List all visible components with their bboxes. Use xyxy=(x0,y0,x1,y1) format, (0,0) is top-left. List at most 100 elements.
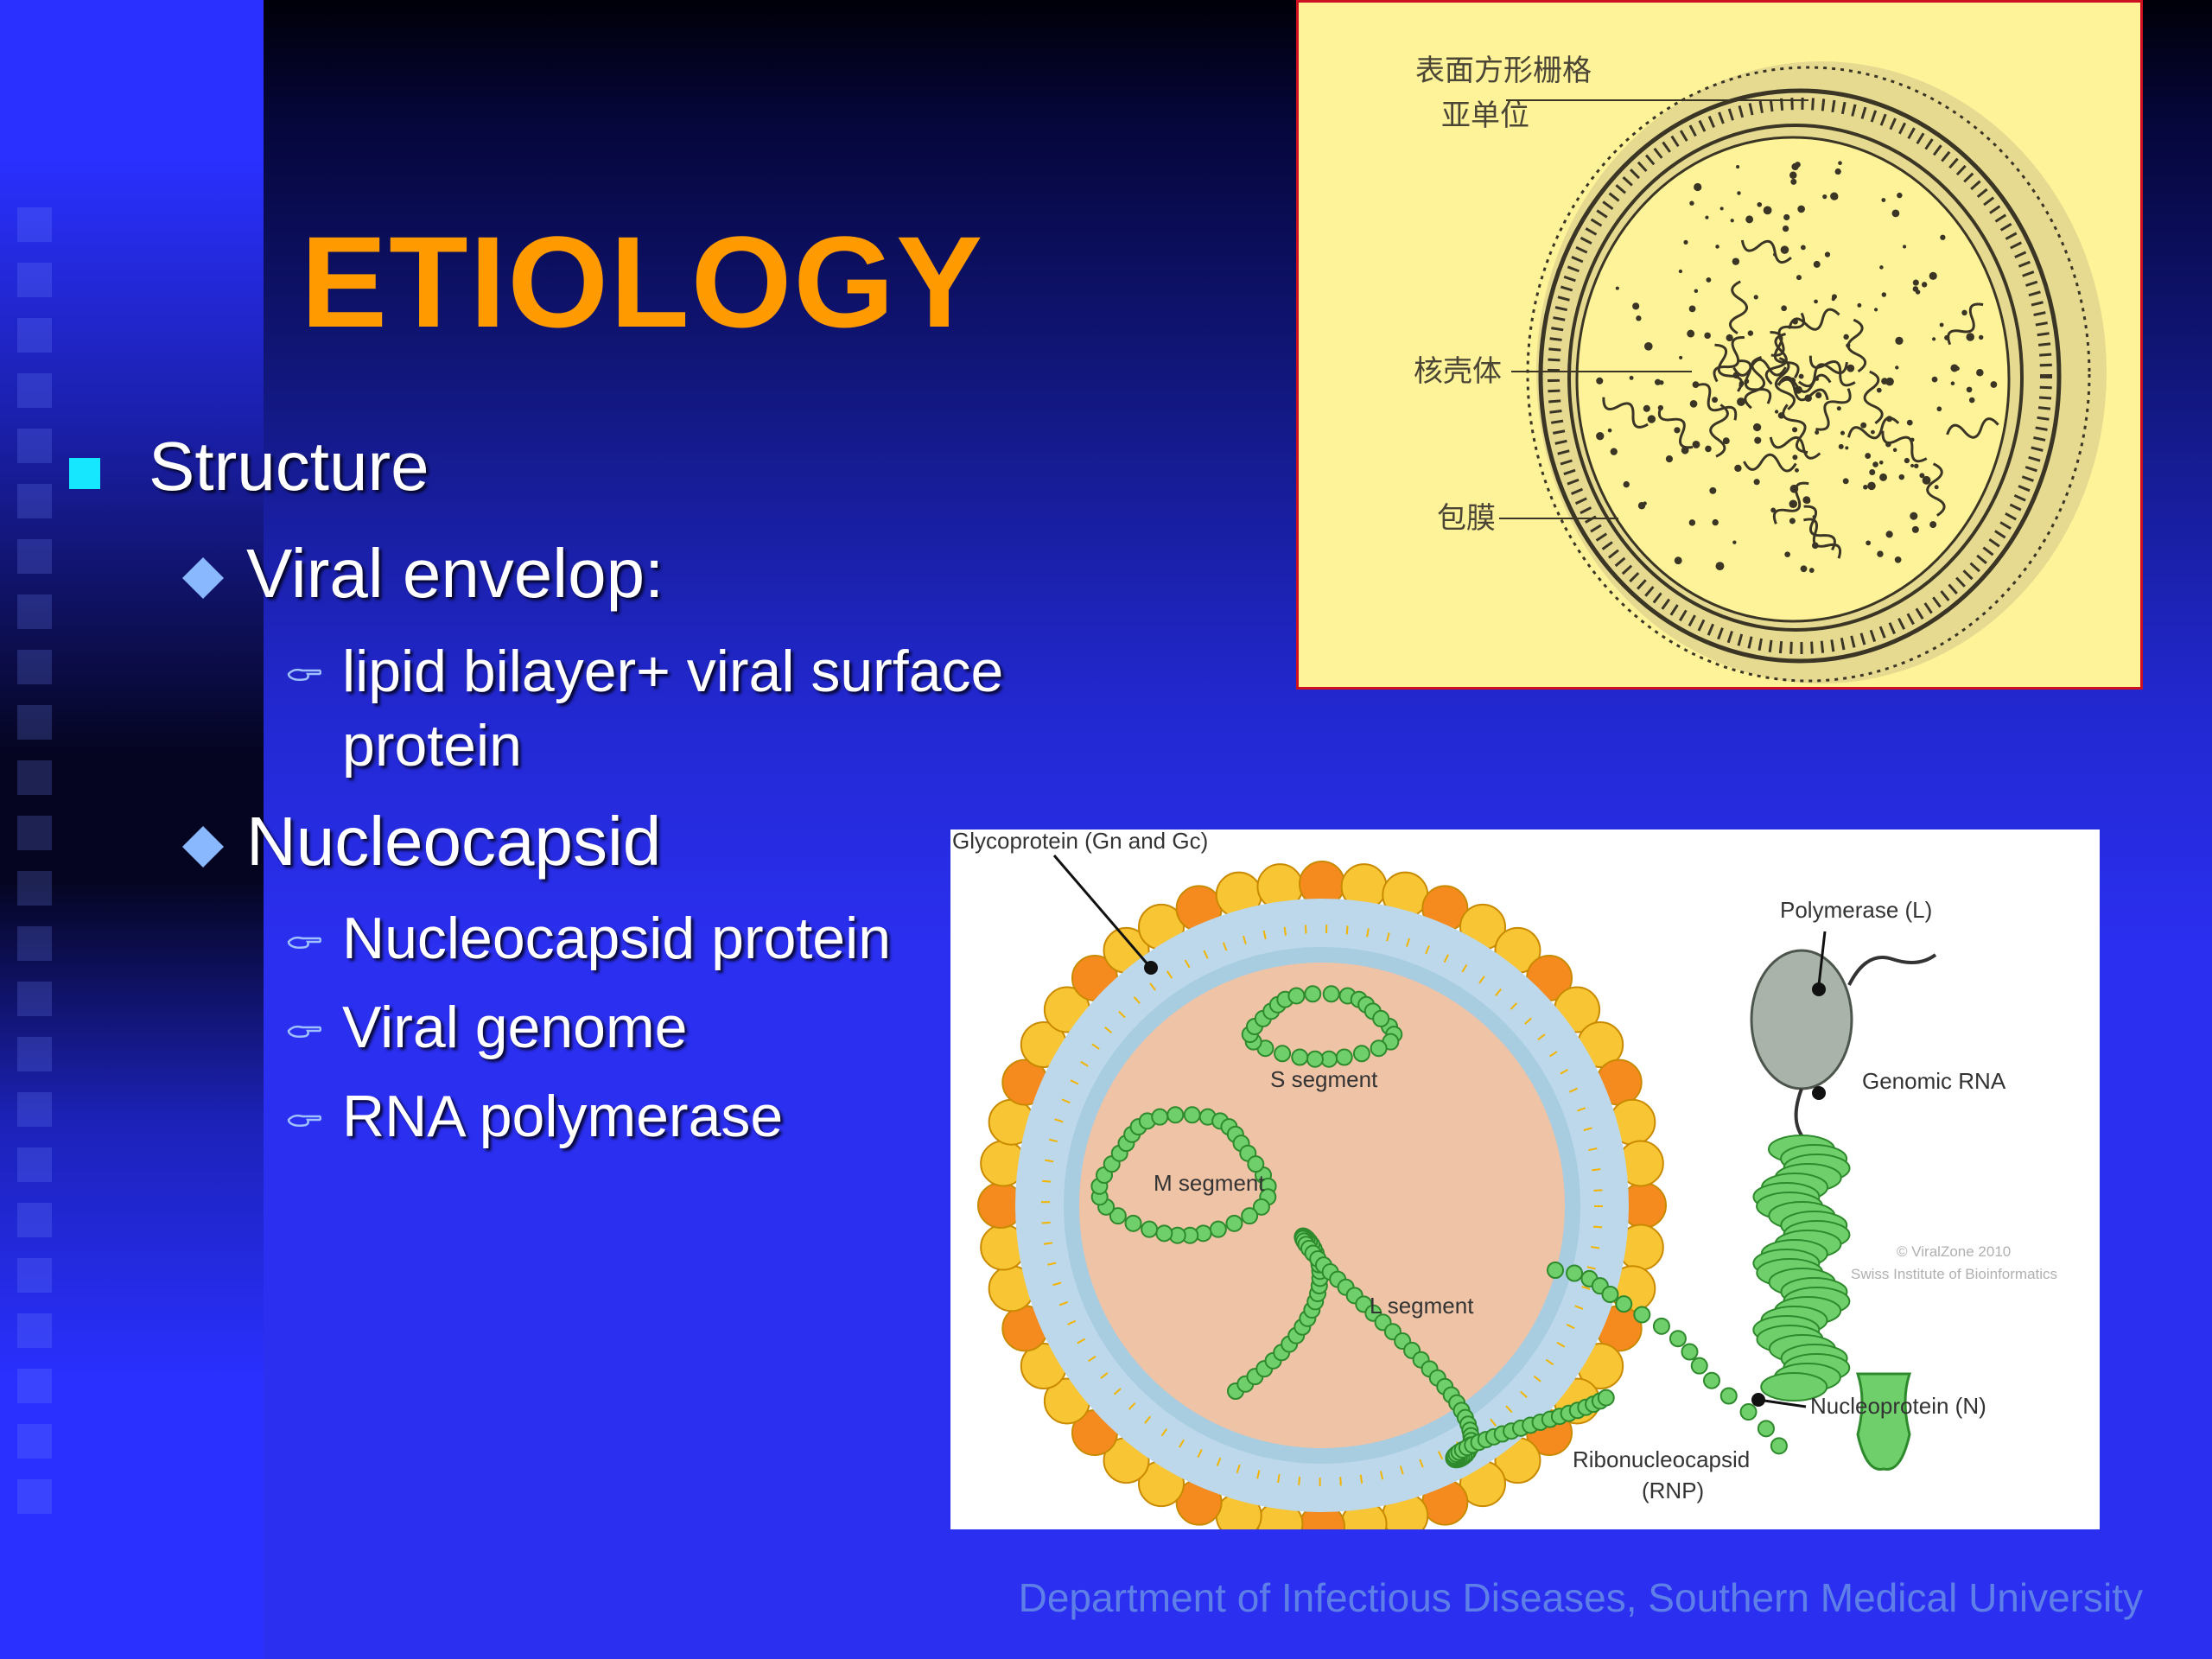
sketch-dot xyxy=(1915,289,1921,295)
sketch-dot xyxy=(1744,378,1750,385)
sketch-dot xyxy=(1808,568,1815,573)
sketch-dot xyxy=(1814,299,1818,304)
sketch-dot xyxy=(1955,365,1960,371)
sketch-dot xyxy=(1770,507,1777,513)
decor-square xyxy=(17,1147,52,1182)
sketch-dot xyxy=(1939,322,1944,327)
sketch-dot xyxy=(1906,419,1913,426)
sketch-dot xyxy=(1789,499,1798,509)
sketch-dot xyxy=(1596,377,1604,385)
sketch-strand xyxy=(1946,417,1999,439)
sketch-dot xyxy=(1921,282,1928,288)
genome-bead xyxy=(1352,1045,1370,1063)
sketch-dot xyxy=(1719,207,1724,211)
genome-bead xyxy=(1291,1048,1309,1066)
sketch-dot xyxy=(1692,441,1700,448)
rnp-bead xyxy=(1669,1330,1687,1348)
sketch-dot xyxy=(1610,448,1618,455)
sketch-dot xyxy=(1865,453,1872,460)
genome-bead xyxy=(1306,1050,1324,1068)
pointing-hand-icon xyxy=(287,1114,321,1128)
sketch-dot xyxy=(1789,484,1799,493)
sketch-dot xyxy=(1966,386,1973,393)
rnp-bead xyxy=(1739,1403,1758,1421)
sketch-dot xyxy=(1722,437,1730,445)
sketch-dot xyxy=(1681,446,1689,454)
label-m-segment: M segment xyxy=(1154,1170,1265,1196)
decor-square xyxy=(17,1092,52,1127)
genome-bead xyxy=(1155,1224,1173,1243)
sketch-strand xyxy=(1695,383,1738,421)
decor-square xyxy=(17,705,52,740)
sketch-dot xyxy=(1647,415,1656,423)
sketch-dot xyxy=(1747,330,1754,336)
sketch-dot xyxy=(1753,479,1760,486)
pointing-hand-icon xyxy=(287,1025,321,1039)
pointing-hand-icon xyxy=(287,936,321,950)
sketch-dot xyxy=(1738,383,1744,388)
sketch-dot xyxy=(1632,302,1640,310)
sketch-dot xyxy=(1824,251,1831,257)
sketch-dot xyxy=(1782,225,1789,232)
sketch-dot xyxy=(1842,478,1849,485)
sketch-dot xyxy=(1910,512,1918,520)
decor-square xyxy=(17,1424,52,1459)
sketch-strand xyxy=(1738,359,1772,404)
sketch-dot xyxy=(1885,441,1891,448)
sketch-dot xyxy=(1898,474,1905,480)
sketch-dot xyxy=(1705,215,1709,219)
sketch-dot xyxy=(1607,428,1612,433)
label-s-segment: S segment xyxy=(1270,1066,1378,1092)
sketch-strand xyxy=(1764,333,1788,385)
bullet-envelop-detail-line2: protein xyxy=(342,713,522,779)
bullet-nucleocapsid: Nucleocapsid xyxy=(246,803,662,880)
rnp-bead xyxy=(1690,1357,1708,1375)
sketch-strand xyxy=(1714,343,1743,392)
sketch-dot xyxy=(1730,219,1734,223)
sketch-dot xyxy=(1694,289,1699,293)
decor-square xyxy=(17,760,52,795)
slide-title: ETIOLOGY xyxy=(301,209,985,354)
sketch-dot xyxy=(1940,234,1946,240)
label-rnp: (RNP) xyxy=(1642,1478,1704,1503)
decor-square xyxy=(17,539,52,574)
genome-bead xyxy=(1322,985,1340,1003)
sketch-strand xyxy=(1709,404,1729,458)
sketch-dot xyxy=(1712,518,1719,526)
label-subunit: 亚单位 xyxy=(1441,99,1529,132)
decor-square xyxy=(17,594,52,629)
sketch-dot xyxy=(1867,481,1876,491)
genome-bead xyxy=(1183,1106,1201,1124)
sketch-strand xyxy=(1713,336,1745,383)
sketch-dot xyxy=(1976,368,1984,377)
virus-sketch-drawing: 表面方形栅格 亚单位 核壳体 包膜 xyxy=(1414,54,2107,683)
sketch-dot xyxy=(1643,342,1653,351)
footer-institution: Department of Infectious Diseases, South… xyxy=(1018,1575,2143,1620)
sketch-dot xyxy=(1843,334,1849,340)
sketch-dot xyxy=(1876,387,1882,393)
sketch-dot xyxy=(1836,406,1841,411)
genome-bead xyxy=(1304,985,1322,1003)
sketch-dot xyxy=(1692,381,1700,389)
sketch-dot xyxy=(1838,161,1842,166)
sketch-dot xyxy=(1932,337,1936,341)
sketch-strand xyxy=(1772,481,1809,524)
sketch-dot xyxy=(1745,215,1754,224)
sketch-dot xyxy=(1871,429,1875,435)
decor-square xyxy=(17,1037,52,1071)
sketch-dot xyxy=(1878,460,1884,465)
sketch-dot xyxy=(1629,375,1634,380)
sketch-dot xyxy=(1892,448,1897,452)
sketch-dot xyxy=(1944,334,1950,340)
label-copyright-2: Swiss Institute of Bioinformatics xyxy=(1851,1266,2057,1282)
sketch-dot xyxy=(1812,515,1816,519)
sketch-dot xyxy=(1950,381,1955,386)
sketch-dot xyxy=(1753,295,1758,300)
sketch-dot xyxy=(1885,377,1894,386)
sketch-dot xyxy=(1831,294,1837,300)
label-nucleocapsid-cn: 核壳体 xyxy=(1414,355,1502,388)
sketch-dot xyxy=(1637,502,1646,510)
sketch-dot xyxy=(1665,455,1674,463)
rnp-bead xyxy=(1547,1262,1564,1279)
